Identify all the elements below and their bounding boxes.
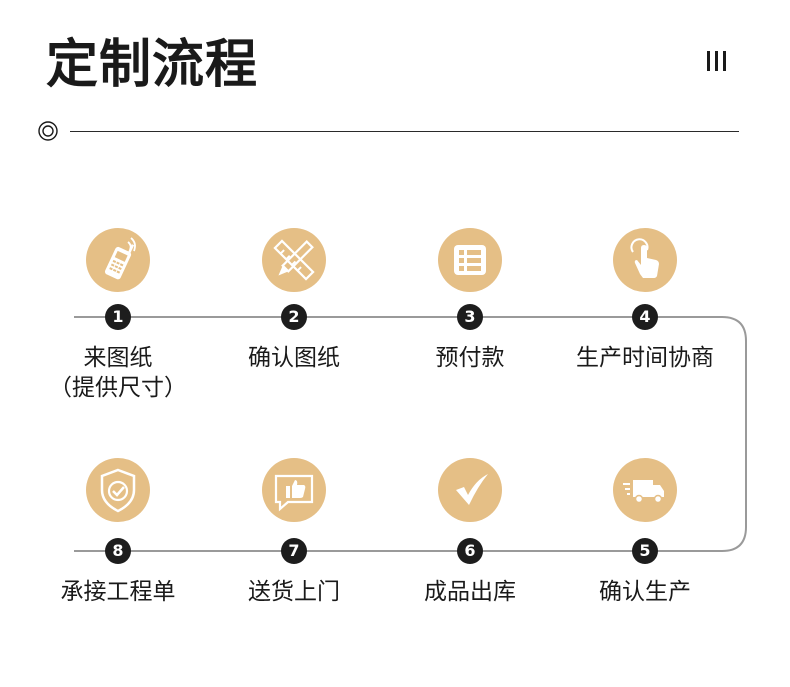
step-4-title: 生产时间协商 (576, 345, 714, 371)
step-3-label: 预付款 (380, 343, 560, 373)
truck-icon (623, 480, 664, 504)
step-3-title: 预付款 (435, 345, 505, 371)
step-8-badge: 8 (105, 538, 131, 564)
checkmark-icon (456, 474, 488, 505)
step-8-icon (86, 458, 150, 522)
thumbs-up-icon (274, 474, 314, 512)
step-3-badge: 3 (457, 304, 483, 330)
step-3-icon (438, 228, 502, 292)
step-5-label: 确认生产 (555, 577, 735, 607)
header-divider (70, 131, 739, 132)
step-2-badge: 2 (281, 304, 307, 330)
step-5-title: 确认生产 (599, 579, 691, 605)
step-5-icon (613, 458, 677, 522)
phone-icon (104, 237, 136, 280)
step-2-label: 确认图纸 (204, 343, 384, 373)
step-6-label: 成品出库 (380, 577, 560, 607)
step-8-title: 承接工程单 (60, 579, 176, 605)
step-8-label: 承接工程单 (28, 577, 208, 607)
step-7-icon (262, 458, 326, 522)
step-2-title: 确认图纸 (248, 345, 340, 371)
target-icon (38, 121, 58, 141)
step-4-badge: 4 (632, 304, 658, 330)
step-1-icon (86, 228, 150, 292)
step-1-title: 来图纸 (83, 345, 153, 371)
step-1-subtitle: （提供尺寸） (49, 375, 187, 401)
shield-check-icon (100, 468, 136, 513)
list-icon (454, 245, 486, 275)
step-6-title: 成品出库 (424, 579, 516, 605)
step-6-badge: 6 (457, 538, 483, 564)
step-5-badge: 5 (632, 538, 658, 564)
step-6-icon (438, 458, 502, 522)
pencil-ruler-icon (273, 239, 315, 281)
page-title: 定制流程 (46, 35, 259, 95)
menu-icon[interactable] (707, 51, 729, 73)
step-2-icon (262, 228, 326, 292)
hand-pointer-icon (630, 238, 659, 278)
step-7-title: 送货上门 (248, 579, 340, 605)
step-4-label: 生产时间协商 (555, 343, 735, 373)
step-1-badge: 1 (105, 304, 131, 330)
step-1-label: 来图纸 （提供尺寸） (28, 343, 208, 403)
step-7-badge: 7 (281, 538, 307, 564)
step-7-label: 送货上门 (204, 577, 384, 607)
step-4-icon (613, 228, 677, 292)
